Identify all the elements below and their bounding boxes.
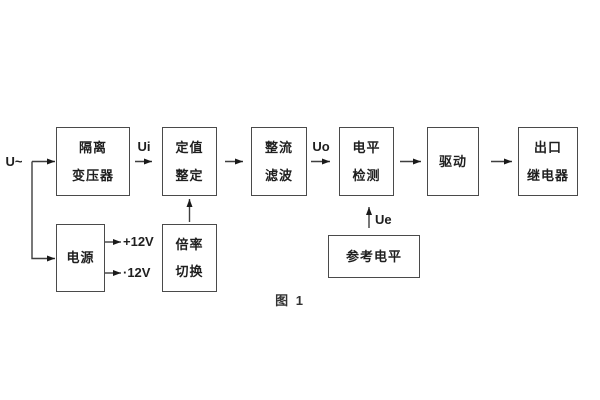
block-isolation-transformer: 隔离 变压器 (56, 127, 130, 196)
label-plus-12v: +12V (123, 234, 154, 249)
label-input-u: U~ (5, 154, 23, 169)
block-level-detect: 电平 检测 (339, 127, 394, 196)
label-ui: Ui (137, 139, 151, 154)
block-value-setting: 定值 整定 (162, 127, 217, 196)
block-output-relay: 出口 继电器 (518, 127, 578, 196)
block-rectify-filter: 整流 滤波 (251, 127, 307, 196)
wire-source-to-power (31, 161, 55, 262)
block-ratio-switch: 倍率 切换 (162, 224, 217, 292)
label-uo: Uo (312, 139, 330, 154)
block-reference-level: 参考电平 (328, 235, 420, 278)
figure-caption: 图 1 (275, 293, 305, 308)
block-drive: 驱动 (427, 127, 479, 196)
block-power-supply: 电源 (56, 224, 105, 292)
label-ue: Ue (375, 212, 392, 227)
label-minus-12v: ·12V (123, 265, 151, 280)
